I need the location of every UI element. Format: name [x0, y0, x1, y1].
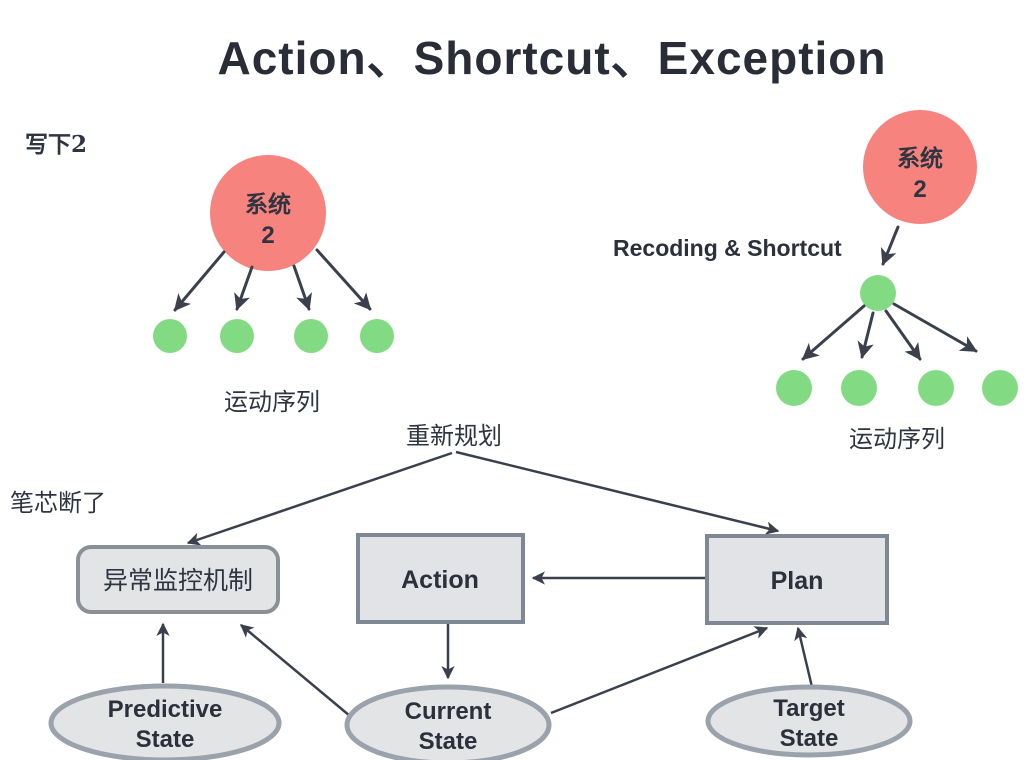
plan-box-label: Plan [771, 567, 824, 595]
monitor-box [76, 545, 280, 614]
left-tree-arrow-2 [234, 265, 254, 311]
right-tree-arrow-2 [857, 311, 875, 359]
left-system2-label-line2: 2 [261, 222, 274, 249]
motor-node [841, 370, 877, 406]
replan-to-plan-arrow [455, 450, 780, 535]
right-root-arrow [880, 225, 900, 266]
left-system2-label-line1: 系统 [245, 191, 291, 218]
left-tree-caption: 运动序列 [224, 388, 320, 416]
motor-node [294, 319, 328, 353]
predictive-state-label-line2: State [136, 726, 195, 753]
left-tree-arrow-4 [315, 248, 372, 311]
current-state-label-line1: Current [405, 698, 492, 725]
right-system2-label-line1: 系统 [897, 145, 943, 172]
monitor-box-label: 异常监控机制 [103, 566, 253, 595]
current-to-monitor-arrow [239, 624, 351, 717]
note-write-down-2: 写下2 [25, 131, 87, 158]
current-state-label-line2: State [419, 728, 478, 755]
left-tree: 系统 2 运动序列 [153, 155, 394, 416]
target-state-label-line1: Target [773, 695, 845, 722]
motor-node [776, 370, 812, 406]
target-to-plan-arrow [794, 626, 814, 688]
predictive-state-ellipse [48, 683, 282, 760]
note-pen-broken: 笔芯断了 [10, 489, 106, 517]
motor-node [360, 319, 394, 353]
motor-node [153, 319, 187, 353]
right-tree: 系统 2 运动序列 [776, 110, 1018, 453]
right-tree-caption: 运动序列 [849, 425, 945, 453]
plan-box [705, 534, 889, 625]
right-tree-arrow-1 [801, 304, 866, 361]
replan-to-monitor-arrow [186, 451, 453, 546]
motor-node [982, 370, 1018, 406]
motor-node [220, 319, 254, 353]
label-recoding-shortcut: Recoding & Shortcut [613, 235, 842, 261]
right-system2-node [863, 110, 977, 224]
left-tree-arrow-1 [173, 250, 226, 312]
right-system2-label-line2: 2 [913, 176, 926, 203]
motor-node [918, 370, 954, 406]
label-replan: 重新规划 [406, 422, 502, 450]
predictive-state-label-line1: Predictive [108, 696, 223, 723]
current-state-ellipse [344, 684, 552, 760]
left-system2-node [210, 155, 326, 271]
page-title: Action、Shortcut、Exception [217, 32, 886, 84]
right-tree-arrow-3 [884, 309, 922, 361]
left-tree-arrow-3 [292, 264, 312, 311]
shortcut-node [860, 275, 896, 311]
action-box [356, 533, 525, 624]
target-state-label-line2: State [780, 725, 839, 752]
target-state-ellipse [705, 684, 913, 758]
right-tree-arrow-4 [892, 302, 978, 353]
current-to-plan-arrow [550, 626, 769, 715]
action-box-label: Action [401, 566, 479, 594]
